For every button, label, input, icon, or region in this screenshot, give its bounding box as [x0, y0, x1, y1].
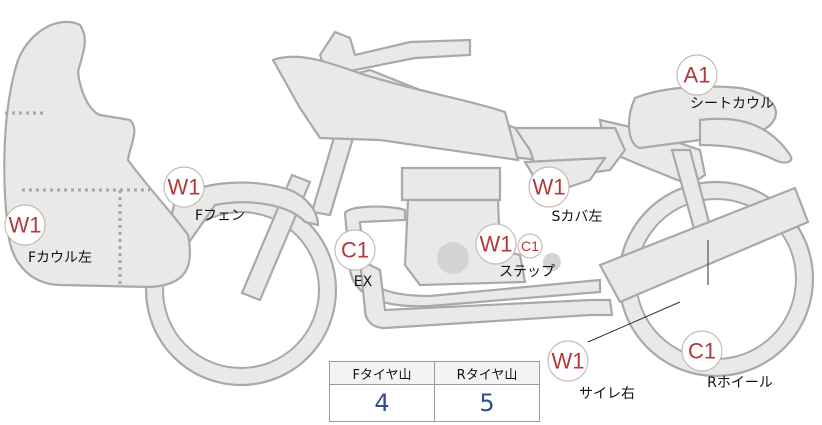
engine-cover [437, 242, 469, 274]
fuel-tank [271, 55, 520, 162]
engine-head [400, 166, 502, 202]
badge-text: C1 [688, 339, 716, 364]
badge-circle [681, 330, 723, 372]
front-cowl [3, 20, 192, 289]
label-f-cowl-left: Fカウル左 [28, 250, 92, 266]
badge-text: W1 [168, 175, 201, 200]
badge-text: W1 [9, 213, 42, 238]
front-tread-value: 4 [329, 384, 435, 422]
front-tread-header: Fタイヤ山 [329, 361, 435, 385]
tire-tread-table: Fタイヤ山 Rタイヤ山 4 5 [329, 361, 540, 422]
cowl-dots [5, 111, 150, 284]
badge-exhaust: C1 [334, 229, 376, 271]
badge-circle [517, 233, 543, 259]
badge-s-cover-left: W1 [528, 166, 570, 208]
badge-text: W1 [480, 232, 513, 257]
silencer [598, 186, 810, 304]
badge-circle [334, 229, 376, 271]
label-step: ステップ [499, 264, 555, 280]
badge-text: C1 [341, 238, 369, 263]
label-f-fender: Fフェン [195, 208, 245, 224]
badge-text: C1 [521, 238, 539, 254]
rear-tread-value: 5 [434, 384, 540, 422]
badge-step-w: W1 [475, 223, 517, 265]
rear-tread-header: Rタイヤ山 [434, 361, 540, 385]
badge-silencer-right: W1 [547, 340, 589, 382]
rear-tail [698, 117, 793, 164]
badge-f-cowl-left: W1 [4, 204, 46, 246]
label-s-cover-left: Sカバ左 [552, 209, 603, 225]
label-exhaust: EX [354, 274, 373, 290]
badge-circle [547, 340, 589, 382]
step-knob [543, 253, 561, 271]
badge-circle [475, 223, 517, 265]
label-silencer-right: サイレ右 [579, 386, 635, 402]
tread-table-value-row: 4 5 [329, 384, 540, 422]
badge-circle [4, 204, 46, 246]
badge-f-fender: W1 [163, 166, 205, 208]
badge-circle [676, 54, 718, 96]
label-seat-cowl: シートカウル [690, 96, 774, 112]
badge-r-wheel: C1 [681, 330, 723, 372]
exhaust-pipe-lower [358, 258, 614, 330]
badge-step-c: C1 [517, 233, 543, 259]
badge-circle [528, 166, 570, 208]
badge-text: A1 [684, 63, 711, 88]
badge-text: W1 [552, 349, 585, 374]
silencer-leader [587, 301, 681, 343]
badge-seat-cowl: A1 [676, 54, 718, 96]
front-fender [163, 181, 320, 250]
label-r-wheel: Rホイール [707, 375, 773, 391]
handlebar [318, 30, 472, 74]
badge-circle [163, 166, 205, 208]
badge-text: W1 [533, 175, 566, 200]
tread-table-header-row: Fタイヤ山 Rタイヤ山 [329, 361, 540, 385]
